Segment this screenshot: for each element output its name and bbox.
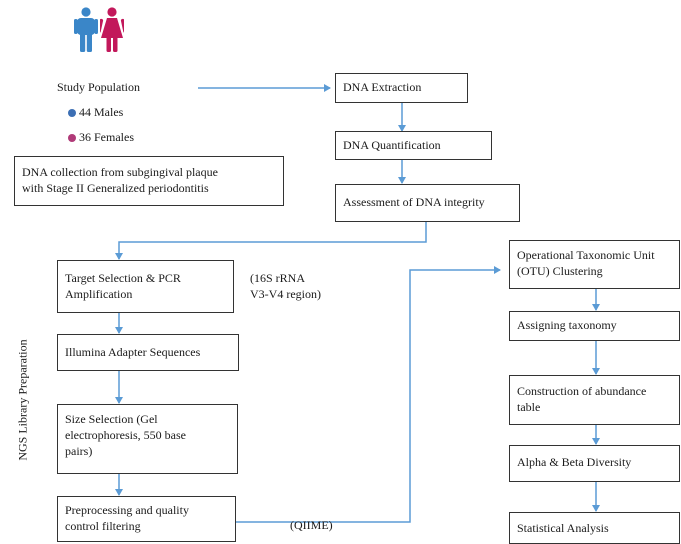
preprocessing-box: Preprocessing and quality control filter… [57, 496, 236, 542]
males-count: 44 Males [79, 105, 124, 119]
dna-extraction-box: DNA Extraction [335, 73, 468, 103]
abundance-table-box: Construction of abundance table [509, 375, 680, 425]
arrow-integrity-to-target [115, 222, 427, 260]
female-dot-icon [68, 134, 76, 142]
qiime-label: (QIIME) [290, 518, 333, 532]
target-region-note: (16S rRNA V3-V4 region) [250, 271, 321, 301]
dna-quantification-box: DNA Quantification [335, 131, 492, 160]
size-selection-box: Size Selection (Gel electrophoresis, 550… [57, 404, 238, 474]
ngs-library-preparation-label: NGS Library Preparation [15, 339, 30, 461]
dna-collection-box: DNA collection from subgingival plaque w… [14, 156, 284, 206]
male-dot-icon [68, 109, 76, 117]
target-selection-box: Target Selection & PCR Amplification [57, 260, 234, 313]
arrow-preprocess-to-otu [236, 266, 501, 523]
adapter-sequences-box: Illumina Adapter Sequences [57, 334, 239, 371]
assigning-taxonomy-box: Assigning taxonomy [509, 311, 680, 341]
otu-clustering-box: Operational Taxonomic Unit (OTU) Cluster… [509, 240, 680, 289]
alpha-beta-diversity-box: Alpha & Beta Diversity [509, 445, 680, 482]
study-population-label: Study Population [57, 80, 141, 94]
statistical-analysis-box: Statistical Analysis [509, 512, 680, 544]
female-person-icon [100, 7, 124, 52]
females-count: 36 Females [79, 130, 134, 144]
dna-integrity-box: Assessment of DNA integrity [335, 184, 520, 222]
male-person-icon [74, 7, 98, 52]
